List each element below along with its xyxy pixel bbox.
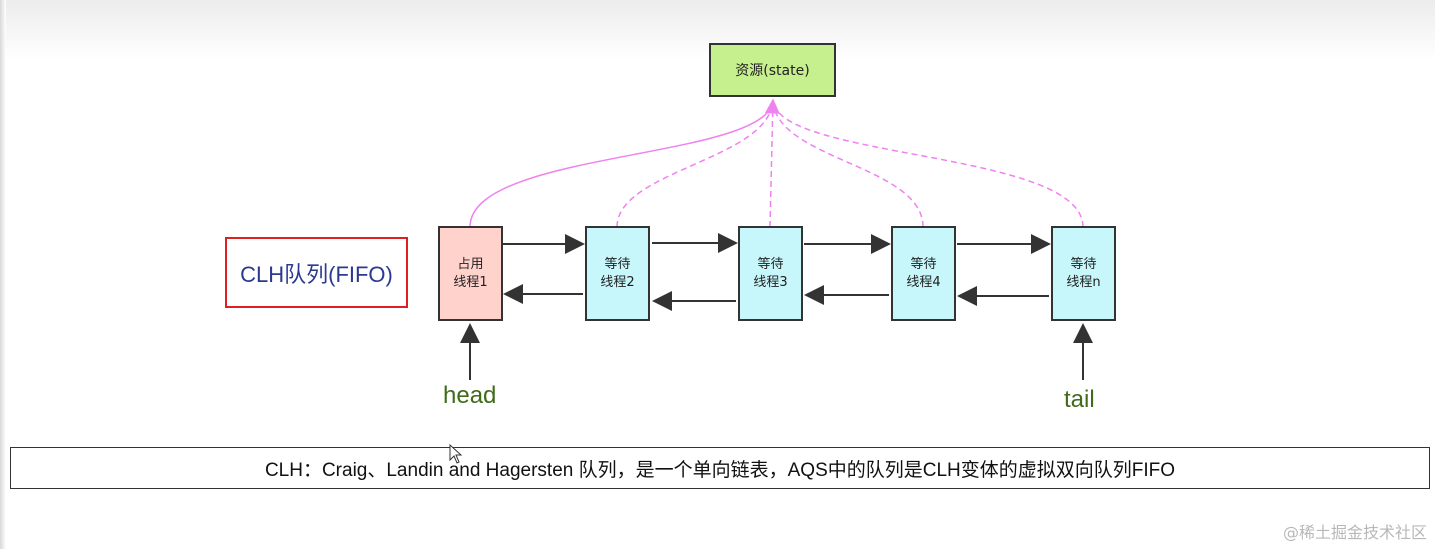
node-state: 等待 — [604, 256, 631, 272]
resource-link-n — [772, 99, 1084, 228]
node-thread: 线程3 — [753, 274, 788, 290]
thread-node-2: 等待 线程2 — [585, 226, 650, 321]
node-thread: 线程n — [1066, 274, 1101, 290]
node-thread: 线程1 — [453, 274, 488, 290]
resource-link-1 — [469, 98, 780, 228]
node-state: 等待 — [910, 256, 937, 272]
resource-label: 资源(state) — [735, 63, 810, 79]
tail-label: tail — [1064, 386, 1095, 413]
resource-link-4 — [772, 99, 924, 228]
head-label: head — [443, 382, 497, 409]
resource-link-3 — [769, 99, 774, 228]
thread-node-3: 等待 线程3 — [738, 226, 803, 321]
watermark: @稀土掘金技术社区 — [1282, 523, 1427, 542]
thread-node-4: 等待 线程4 — [891, 226, 956, 321]
node-thread: 线程2 — [600, 274, 635, 290]
resource-box: 资源(state) — [709, 43, 836, 97]
thread-node-n: 等待 线程n — [1051, 226, 1116, 321]
node-state: 等待 — [1070, 256, 1097, 272]
mouse-cursor-icon — [449, 444, 463, 464]
resource-link-2 — [616, 99, 774, 228]
thread-node-1: 占用 线程1 — [438, 226, 503, 321]
node-thread: 线程4 — [906, 274, 941, 290]
caption: CLH：Craig、Landin and Hagersten 队列，是一个单向链… — [10, 447, 1430, 489]
node-state: 占用 — [457, 256, 484, 272]
queue-label: CLH队列(FIFO) — [225, 237, 408, 308]
node-state: 等待 — [757, 256, 784, 272]
window-edge — [0, 0, 6, 549]
